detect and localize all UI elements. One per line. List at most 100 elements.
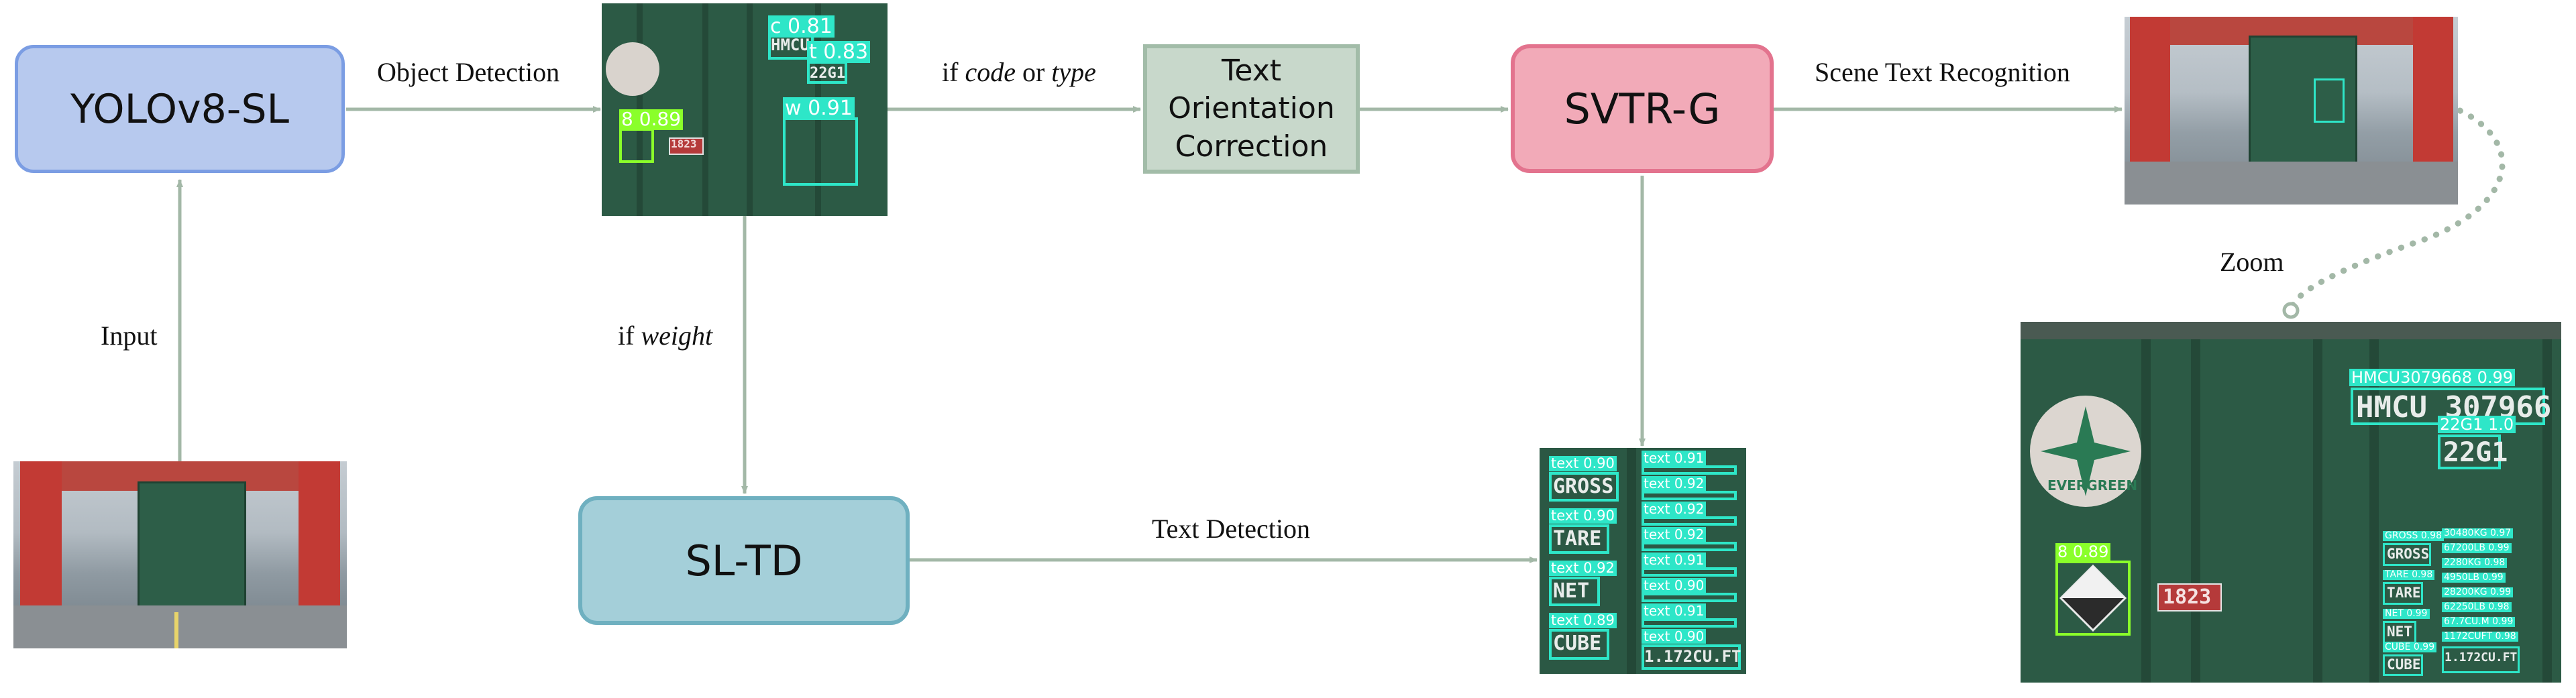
zoom-type-text: 22G1 [2443,437,2508,468]
zoom-image: EVERGREEN HMCU3079668 0.99 HMCU 307966 2… [2021,322,2561,683]
object-detection-image: HMCU 22G1 1823 c 0.81 t 0.83 w 0.91 8 0.… [602,3,888,216]
det-tag-8: 8 0.89 [619,109,684,130]
td-left-word-1: TARE [1553,527,1602,550]
det-box-t [807,61,847,84]
evergreen-star-icon [2041,406,2131,496]
yolov8-sl-node: YOLOv8-SL [15,45,345,173]
orientation-line-1: Text [1222,54,1281,89]
td-right-box-4 [1642,567,1737,577]
evergreen-logo [606,42,659,96]
td-left-tag-0: text 0.90 [1549,455,1617,472]
td-left-word-3: CUBE [1553,632,1602,655]
orientation-line-3: Correction [1175,129,1328,164]
zoom-weight-tag-3: CUBE 0.99 [2383,642,2437,653]
det-tag-w: w 0.91 [783,97,855,119]
zoom-weight-box-1 [2383,582,2423,605]
zoom-value-tag-6: 67.7CU.M 0.99 [2442,616,2516,628]
zoom-value-tag-3: 4950LB 0.99 [2442,572,2506,583]
code-or-type-label: if code or type [942,57,1096,87]
if-weight-label: if weight [618,321,713,351]
zoom-label: Zoom [2220,247,2284,277]
zoom-weight-tag-2: NET 0.99 [2383,608,2430,620]
td-right-tag-6: text 0.91 [1642,603,1707,618]
zoom-value-tag-1: 67200LB 0.99 [2442,542,2512,554]
td-left-word-2: NET [1553,579,1590,603]
td-right-box-2 [1642,516,1737,526]
td-right-tag-7: text 0.90 [1642,629,1707,644]
td-left-tag-1: text 0.90 [1549,508,1617,524]
td-bottom-text: 1.172CU.FT [1644,647,1741,666]
td-right-tag-4: text 0.91 [1642,552,1707,567]
td-right-tag-5: text 0.90 [1642,578,1707,593]
zoom-type-tag: 22G1 1.0 [2438,416,2516,433]
svtr-g-label: SVTR-G [1564,84,1721,133]
zoom-hazard-tag: 8 0.89 [2055,543,2111,561]
lane-marking [174,612,178,648]
input-image [13,461,347,648]
td-left-tag-3: text 0.89 [1549,612,1617,629]
scene-text-recognition-image [2125,17,2458,205]
hazard-diamond-icon [2059,564,2127,632]
zoom-weight-label-2: NET [2387,624,2412,640]
td-right-box-5 [1642,593,1737,602]
td-right-box-7 [1642,644,1741,670]
object-detection-label: Object Detection [377,57,560,87]
input-label: Input [101,321,158,351]
text-orientation-correction-node: Text Orientation Correction [1143,44,1360,174]
td-right-box-1 [1642,491,1737,500]
od-painted-hmcu: HMCU [771,36,810,54]
zoom-value-tag-0: 30480KG 0.97 [2442,528,2514,539]
sl-td-label: SL-TD [685,536,803,585]
zoom-weight-label-1: TARE [2387,585,2421,601]
svtr-g-node: SVTR-G [1511,44,1774,173]
quay-ground [13,605,347,648]
td-left-box-2 [1549,577,1600,606]
td-right-box-0 [1642,465,1737,475]
zoom-type-box [2438,434,2501,469]
od-painted-22g1: 22G1 [810,65,845,82]
td-right-tag-0: text 0.91 [1642,451,1707,465]
td-right-box-6 [1642,618,1737,628]
td-left-tag-2: text 0.92 [1549,560,1617,577]
yolov8-sl-label: YOLOv8-SL [70,85,289,133]
orientation-line-2: Orientation [1168,91,1335,126]
td-right-box-3 [1642,542,1737,551]
td-left-box-0 [1549,472,1619,502]
zoom-dotted-curve [2288,107,2506,313]
red-plate [669,137,704,155]
zoom-weight-label-0: GROSS [2387,546,2430,562]
zoom-value-tag-7: 1172CUFT 0.98 [2442,631,2518,642]
det-box-8 [619,128,654,163]
scene-text-recognition-label: Scene Text Recognition [1815,57,2070,87]
zoom-hazard-box [2055,561,2131,636]
zoom-value-tag-4: 28200KG 0.99 [2442,587,2514,598]
zoom-weight-label-3: CUBE [2387,656,2421,673]
text-detection-image: text 0.90 GROSS text 0.90 TARE text 0.92… [1540,448,1746,674]
zoom-value-tag-5: 62250LB 0.98 [2442,601,2512,613]
zoom-red-code: 1823 [2163,585,2212,609]
zoom-weight-tag-1: TARE 0.98 [2383,569,2435,581]
sl-td-node: SL-TD [578,496,910,625]
zoom-weight-tag-0: GROSS 0.98 [2383,530,2444,542]
td-right-tag-3: text 0.92 [1642,527,1707,542]
str-ground [2125,162,2458,205]
zoom-value-bottom-box [2442,646,2520,673]
td-right-tag-1: text 0.92 [1642,476,1707,491]
td-left-word-0: GROSS [1553,475,1614,498]
td-right-tag-2: text 0.92 [1642,502,1707,516]
zoom-red-plate [2157,583,2222,612]
td-left-box-1 [1549,524,1609,554]
od-painted-1823: 1823 [671,137,697,150]
zoom-weight-box-3 [2383,654,2423,676]
container-body [138,481,246,613]
td-left-box-3 [1549,629,1609,660]
zoom-code-tag: HMCU3079668 0.99 [2349,369,2516,386]
zoom-top-rail [2021,322,2561,339]
zoom-value-tag-2: 2280KG 0.98 [2442,557,2508,569]
zoom-value-bottom-text: 1.172CU.FT [2445,650,2518,664]
text-detection-label: Text Detection [1152,514,1310,544]
det-box-w [783,117,858,186]
zoom-weight-box-0 [2383,543,2431,566]
